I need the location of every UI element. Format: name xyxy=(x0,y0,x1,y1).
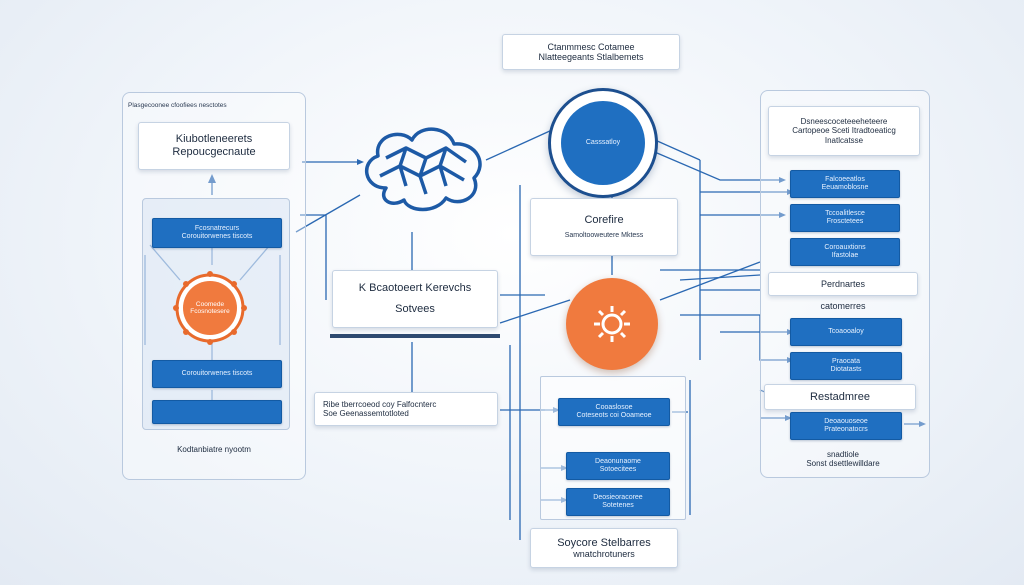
top-title-box: Ctanmmesc Cotamee Nlatteegeants Stlalbem… xyxy=(502,34,680,70)
top-title-line1: Ctanmmesc Cotamee xyxy=(547,41,635,52)
bottom-label-line1: Soycore Stelbarres xyxy=(557,536,651,549)
circle-node[interactable]: Casssatloy xyxy=(548,88,658,198)
mid-blue-box-1[interactable]: Cooaslosoe Coteseots coi Ooameoe xyxy=(558,398,670,426)
orange-ring-gear-icon xyxy=(172,270,248,346)
bottom-label-line2: wnatchrotuners xyxy=(573,549,635,560)
corefire-line1: Corefire xyxy=(584,213,624,226)
corefire-box: Corefire Samoltooweutere Mktess xyxy=(530,198,678,256)
left-panel-footer: Kodtanbiatre nyootm xyxy=(177,445,251,455)
bottom-label-box: Soycore Stelbarres wnatchrotuners xyxy=(530,528,678,568)
left-blue-box-1[interactable]: Fcosnatrecurs Corouitorwenes tiscots xyxy=(152,218,282,248)
left-title-box: Kiubotleneerets Repoucgecnaute xyxy=(138,122,290,170)
left-title-line2: Repoucgecnaute xyxy=(172,146,256,158)
network-cloud-icon xyxy=(356,118,492,218)
note-line2: Soe Geenassemtotloted xyxy=(323,409,409,418)
orange-gear-icon[interactable] xyxy=(566,278,658,370)
right-panel-footer: snadtiole Sonst dsettlewilldare xyxy=(806,449,880,468)
restadmree-box: Restadmree xyxy=(764,384,916,410)
right-sub1: Perdnartes xyxy=(820,278,866,289)
gear-label: Coomede Fcosnotesere xyxy=(190,300,230,315)
corefire-line2: Samoltooweutere Mktess xyxy=(564,232,644,240)
right-blue-box-2[interactable]: Tccoalitlesce Frosctetees xyxy=(790,204,900,232)
mid-blue-box-2[interactable]: Deaonunaome Sotoecitees xyxy=(566,452,670,480)
left-blue-box-2[interactable]: Corouitorwenes tiscots xyxy=(152,360,282,388)
right-title-box: Dsneescoceteeeheteere Cartopeoe Sceti It… xyxy=(768,106,920,156)
right-blue-box-6[interactable]: Deoaouoseoe Prateonatocrs xyxy=(790,412,902,440)
left-blue-box-3[interactable] xyxy=(152,400,282,424)
right-blue-box-5[interactable]: Praocata Diotatasts xyxy=(790,352,902,380)
top-title-line2: Nlatteegeants Stlalbemets xyxy=(538,52,644,62)
note-box: Ribe tberrcoeod coy Falfocnterc Soe Geen… xyxy=(314,392,498,426)
right-blue-box-4[interactable]: Tcoaooaloy xyxy=(790,318,902,346)
mid-blue-box-3[interactable]: Deosieoracoree Sotetenes xyxy=(566,488,670,516)
right-sub2: catomerres xyxy=(820,300,866,311)
scheduler-box: K Bcaotoeert Kerevchs Sotvees xyxy=(332,270,498,328)
circle-label: Casssatloy xyxy=(561,101,645,185)
left-panel-header: Plasgecoonee cfoofiees nesctotes xyxy=(128,102,227,110)
right-title-line1: Dsneescoceteeeheteere xyxy=(800,117,888,127)
scheduler-line2: Sotvees xyxy=(395,303,435,315)
right-blue-box-1[interactable]: Falcoeeatlos Eeuamoblosne xyxy=(790,170,900,198)
restadmree-label: Restadmree xyxy=(810,390,870,403)
right-sub-box: Perdnartes xyxy=(768,272,918,296)
right-title-line2: Cartopeoe Sceti Itradtoeaticg xyxy=(792,126,896,136)
right-blue-box-3[interactable]: Coroauxtions Ifastolae xyxy=(790,238,900,266)
note-line1: Ribe tberrcoeod coy Falfocnterc xyxy=(323,399,437,409)
scheduler-line1: K Bcaotoeert Kerevchs xyxy=(358,282,472,295)
scheduler-base xyxy=(330,334,500,338)
left-title-line1: Kiubotleneerets xyxy=(175,133,253,146)
right-title-line3: Inatlcatsse xyxy=(824,135,864,145)
